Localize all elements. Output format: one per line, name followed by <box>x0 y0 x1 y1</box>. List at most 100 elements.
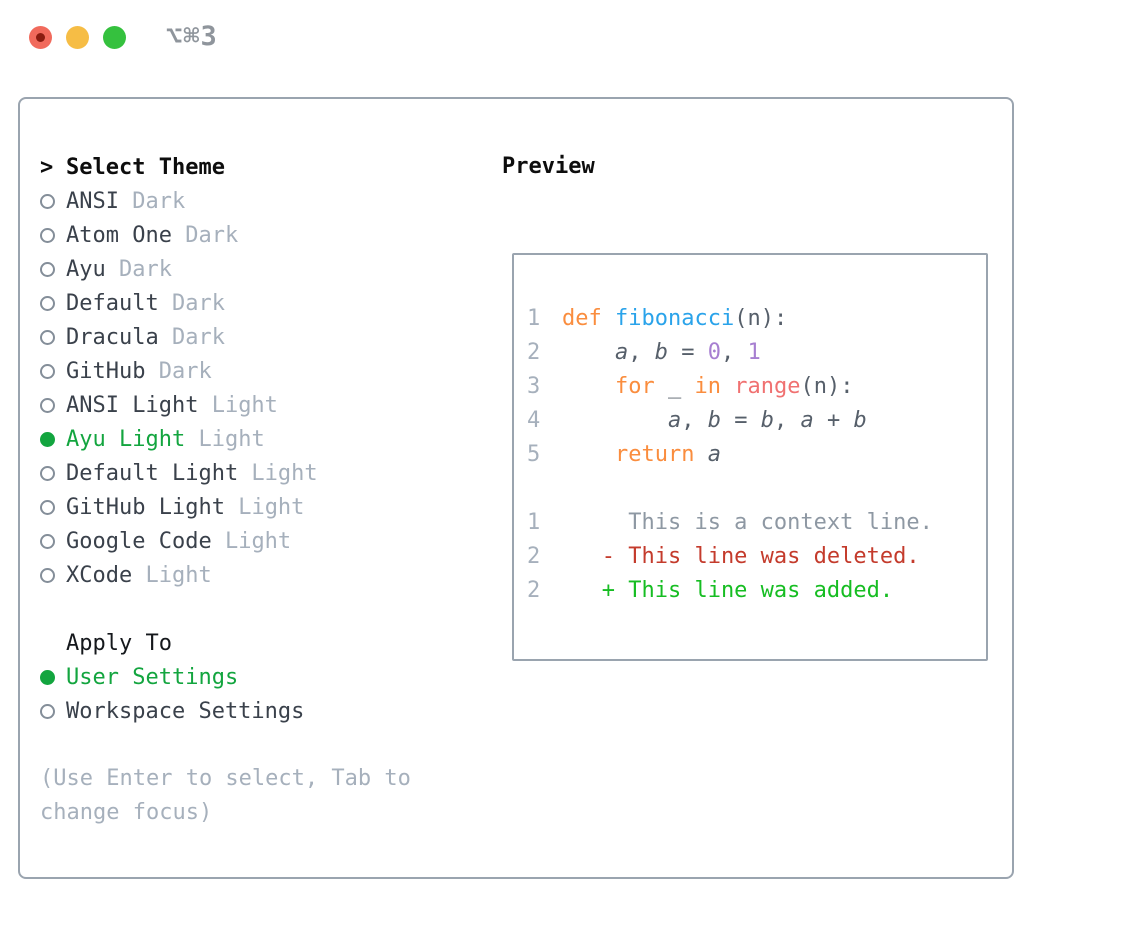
diff-line-deleted: 2 - This line was deleted. <box>514 540 986 574</box>
theme-option-default[interactable]: Default Dark <box>40 286 480 320</box>
theme-variant: Dark <box>118 188 186 214</box>
maximize-button[interactable] <box>103 26 126 49</box>
code-token: 1 <box>747 340 761 365</box>
code-line-2: 2 a, b = 0, 1 <box>514 336 986 370</box>
line-number: 2 <box>527 340 541 365</box>
radio-icon <box>40 363 55 379</box>
diff-text: This is a context line. <box>562 510 933 535</box>
code-token <box>562 374 615 399</box>
diff-line-added: 2 + This line was added. <box>514 574 986 608</box>
theme-option-atom-one[interactable]: Atom One Dark <box>40 218 480 252</box>
theme-variant: Dark <box>158 324 225 350</box>
diff-preview: 1 This is a context line. 2 - This line w… <box>514 506 986 608</box>
code-token: = <box>720 408 761 433</box>
line-number: 1 <box>527 510 541 535</box>
radio-icon <box>40 703 55 719</box>
code-token: b <box>654 340 668 365</box>
apply-option-workspace-settings[interactable]: Workspace Settings <box>40 694 480 728</box>
theme-option-ansi-light[interactable]: ANSI Light Light <box>40 388 480 422</box>
select-theme-title: Select Theme <box>66 154 225 180</box>
close-button[interactable] <box>29 26 52 49</box>
radio-icon <box>40 567 55 583</box>
line-number: 5 <box>527 442 541 467</box>
code-token: 0 <box>707 340 721 365</box>
diff-text: - This line was deleted. <box>562 544 920 569</box>
code-token <box>562 408 668 433</box>
code-token: b <box>760 408 774 433</box>
code-token: , <box>628 340 655 365</box>
theme-name: GitHub Light <box>66 494 225 520</box>
line-number: 4 <box>527 408 541 433</box>
theme-option-github[interactable]: GitHub Dark <box>40 354 480 388</box>
theme-option-ansi[interactable]: ANSI Dark <box>40 184 480 218</box>
help-text: (Use Enter to select, Tab to change focu… <box>40 766 411 825</box>
minimize-button[interactable] <box>66 26 89 49</box>
theme-name: ANSI Light <box>66 392 199 418</box>
preview-title: Preview <box>502 154 595 179</box>
theme-name: XCode <box>66 562 133 588</box>
theme-variant: Dark <box>145 358 212 384</box>
theme-variant: Light <box>185 426 265 452</box>
window-shortcut-label: ⌥⌘3 <box>166 21 218 52</box>
line-number: 2 <box>527 544 541 569</box>
code-token <box>721 374 734 399</box>
theme-variant: Dark <box>105 256 172 282</box>
spacer <box>40 728 480 762</box>
theme-variant: Light <box>224 494 305 520</box>
theme-option-github-light[interactable]: GitHub Light Light <box>40 490 480 524</box>
theme-name: Default <box>66 290 159 316</box>
theme-option-default-light[interactable]: Default Light Light <box>40 456 480 490</box>
code-token: return <box>614 442 695 467</box>
theme-option-ayu[interactable]: Ayu Dark <box>40 252 480 286</box>
prompt-caret-icon: > <box>40 154 54 180</box>
code-token: _ <box>654 374 695 399</box>
radio-icon <box>40 329 55 345</box>
radio-icon <box>40 465 55 481</box>
theme-option-google-code[interactable]: Google Code Light <box>40 524 480 558</box>
code-token: for <box>614 374 655 399</box>
code-token <box>562 340 615 365</box>
code-token <box>694 442 707 467</box>
line-number: 2 <box>527 578 541 603</box>
apply-to-title: Apply To <box>66 630 172 656</box>
line-number: 1 <box>527 306 541 331</box>
radio-selected-icon <box>40 431 55 447</box>
theme-name: Ayu <box>66 256 106 282</box>
line-number: 3 <box>527 374 541 399</box>
code-token: b <box>853 408 867 433</box>
theme-option-ayu-light[interactable]: Ayu Light Light <box>40 422 480 456</box>
theme-variant: Light <box>238 460 318 486</box>
code-token: , <box>720 340 748 365</box>
code-token: in <box>694 374 721 399</box>
spacer <box>514 472 986 506</box>
theme-variant: Light <box>198 392 278 418</box>
radio-icon <box>40 295 55 311</box>
theme-variant: Light <box>132 562 212 588</box>
theme-name: Google Code <box>66 528 212 554</box>
theme-name: Atom One <box>66 222 172 248</box>
radio-icon <box>40 499 55 515</box>
radio-icon <box>40 397 55 413</box>
edited-indicator-dot <box>36 33 45 42</box>
code-token: a <box>667 408 682 433</box>
theme-option-dracula[interactable]: Dracula Dark <box>40 320 480 354</box>
apply-option-label: User Settings <box>66 664 239 690</box>
radio-icon <box>40 261 55 277</box>
theme-variant: Light <box>211 528 292 554</box>
code-line-3: 3 for _ in range(n): <box>514 370 986 404</box>
theme-option-xcode[interactable]: XCode Light <box>40 558 480 592</box>
theme-variant: Dark <box>171 222 239 248</box>
apply-option-label: Workspace Settings <box>66 698 305 724</box>
apply-option-user-settings[interactable]: User Settings <box>40 660 480 694</box>
code-token: b <box>707 408 721 433</box>
theme-name: Ayu Light <box>66 426 186 452</box>
